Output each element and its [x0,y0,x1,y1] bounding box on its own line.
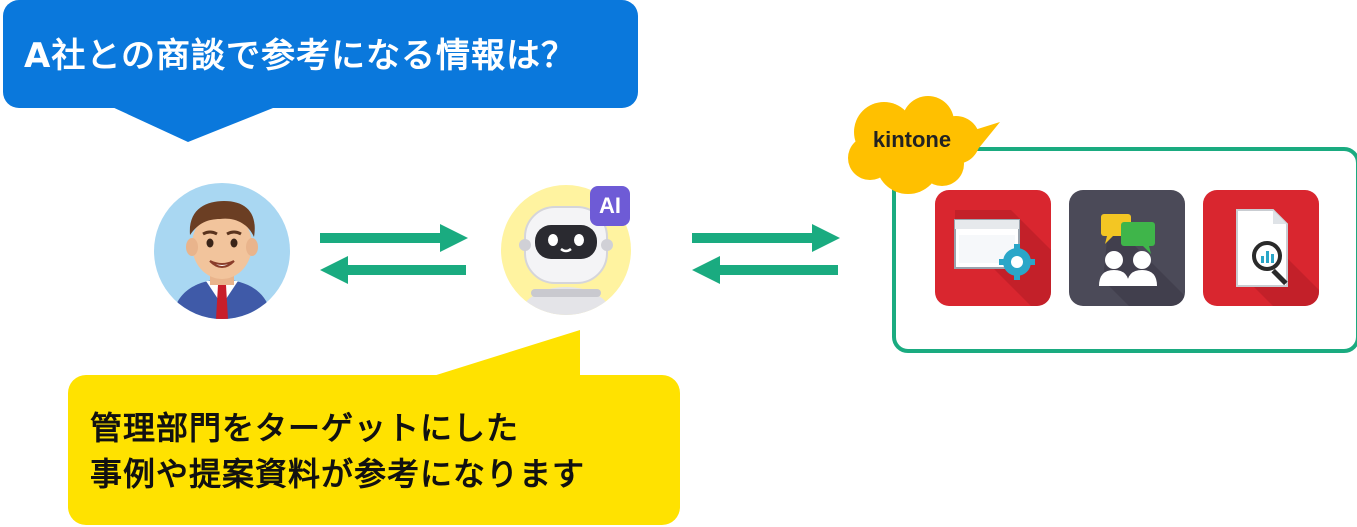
answer-line-2: 事例や提案資料が参考になります [90,455,586,493]
question-bubble [3,0,638,108]
question-bubble-tail [110,106,278,142]
robot-icon [519,206,613,315]
discussion-people-icon [1099,214,1185,306]
arrow-left-icon [692,256,838,284]
kintone-label: kintone [872,127,952,152]
arrow-right-icon [320,224,468,252]
user-avatar [154,183,290,319]
app-tile-settings[interactable] [935,190,1051,306]
answer-text: 管理部門をターゲットにした 事例や提案資料が参考になります [90,405,670,497]
question-text: A社との商談で参考になる情報は？ [24,36,576,76]
exchange-arrows-left [320,224,468,284]
ai-badge: AI [590,186,630,226]
businessman-icon [172,201,272,319]
document-search-icon [1236,209,1319,306]
kintone-cloud-icon [848,96,1000,194]
answer-line-1: 管理部門をターゲットにした [90,409,520,447]
app-tile-discussion[interactable] [1069,190,1185,306]
arrow-right-icon [692,224,840,252]
answer-bubble [68,375,680,525]
exchange-arrows-right [692,224,840,284]
settings-window-icon [954,210,1051,306]
arrow-left-icon [320,256,466,284]
answer-bubble-tail [430,330,580,377]
app-tile-document-search[interactable] [1203,190,1319,306]
